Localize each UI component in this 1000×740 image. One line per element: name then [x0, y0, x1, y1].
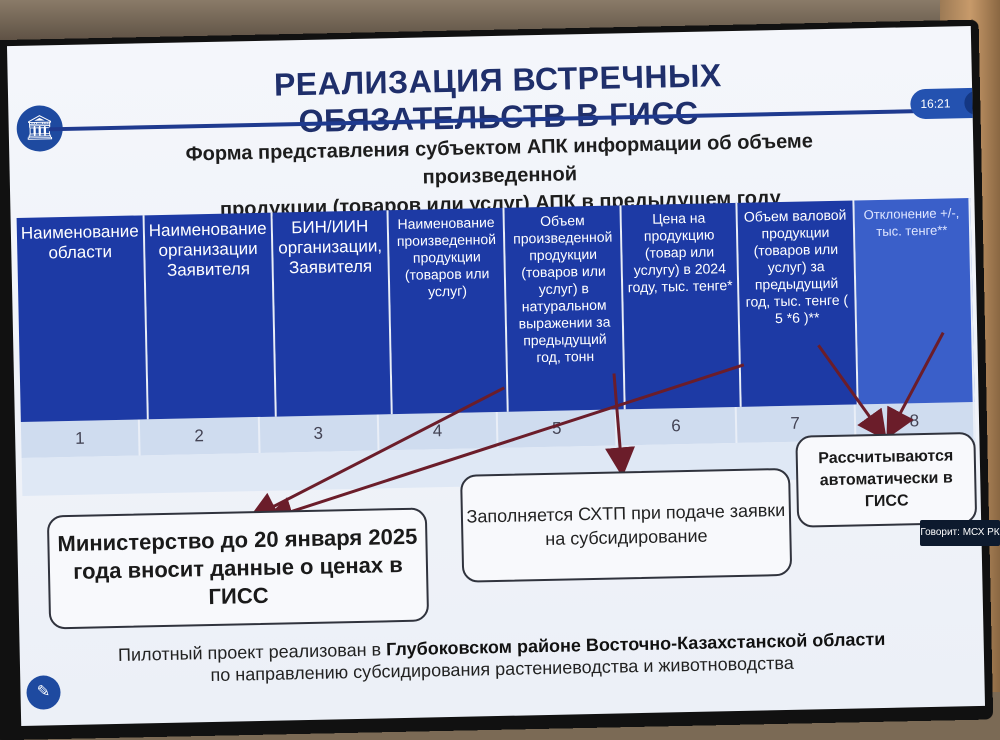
- ministry-box: Министерство до 20 января 2025 года внос…: [46, 507, 430, 630]
- arrows-overlay: [247, 331, 945, 526]
- arrow-col4-to-ministry: [247, 386, 505, 520]
- arrow-col7-to-auto: [817, 344, 887, 441]
- arrow-col6-to-ministry: [263, 363, 745, 526]
- presentation-slide: 🏛 РЕАЛИЗАЦИЯ ВСТРЕЧНЫХ ОБЯЗАТЕЛЬСТВ В ГИ…: [6, 25, 986, 727]
- arrow-col5-to-skhtp: [605, 373, 636, 478]
- arrow-col8-to-auto: [886, 331, 945, 440]
- skhtp-box: Заполняется СХТП при подаче заявки на су…: [460, 467, 793, 583]
- auto-calc-box: Рассчитываются автоматически в ГИСС: [795, 431, 978, 528]
- broadcast-caption: Говорит: МСХ РК: [920, 520, 1000, 546]
